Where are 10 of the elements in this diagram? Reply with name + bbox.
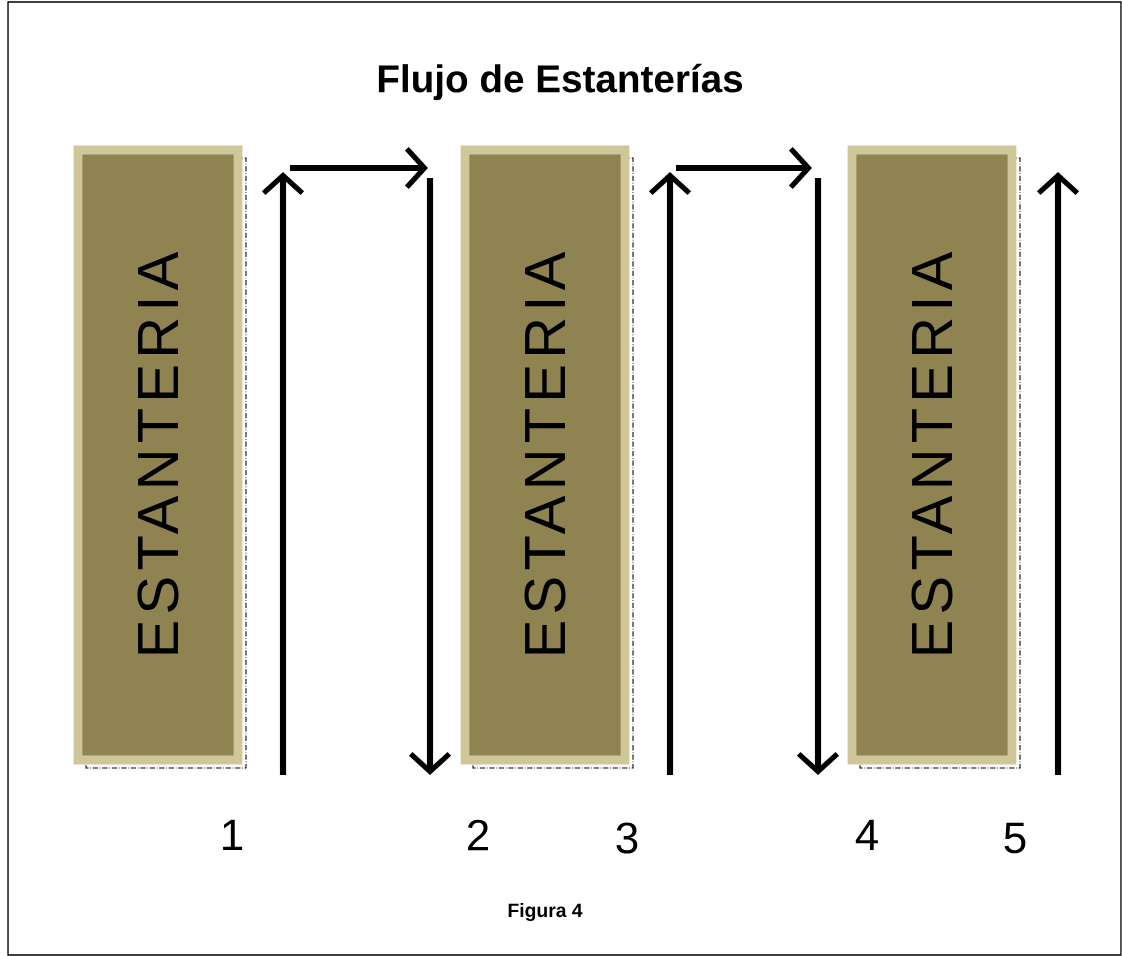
shelf-box: ESTANTERIA (847, 145, 1021, 769)
position-number: 5 (1004, 822, 1026, 854)
shelf-box: ESTANTERIA (460, 145, 634, 769)
figure-caption: Figura 4 (508, 902, 583, 922)
position-number: 2 (468, 819, 488, 851)
position-number: 4 (855, 819, 878, 851)
shelf-box: ESTANTERIA (73, 145, 247, 769)
diagram-title: Flujo de Estanterías (378, 63, 743, 101)
position-number: 3 (616, 822, 638, 854)
position-number: 1 (223, 819, 243, 851)
